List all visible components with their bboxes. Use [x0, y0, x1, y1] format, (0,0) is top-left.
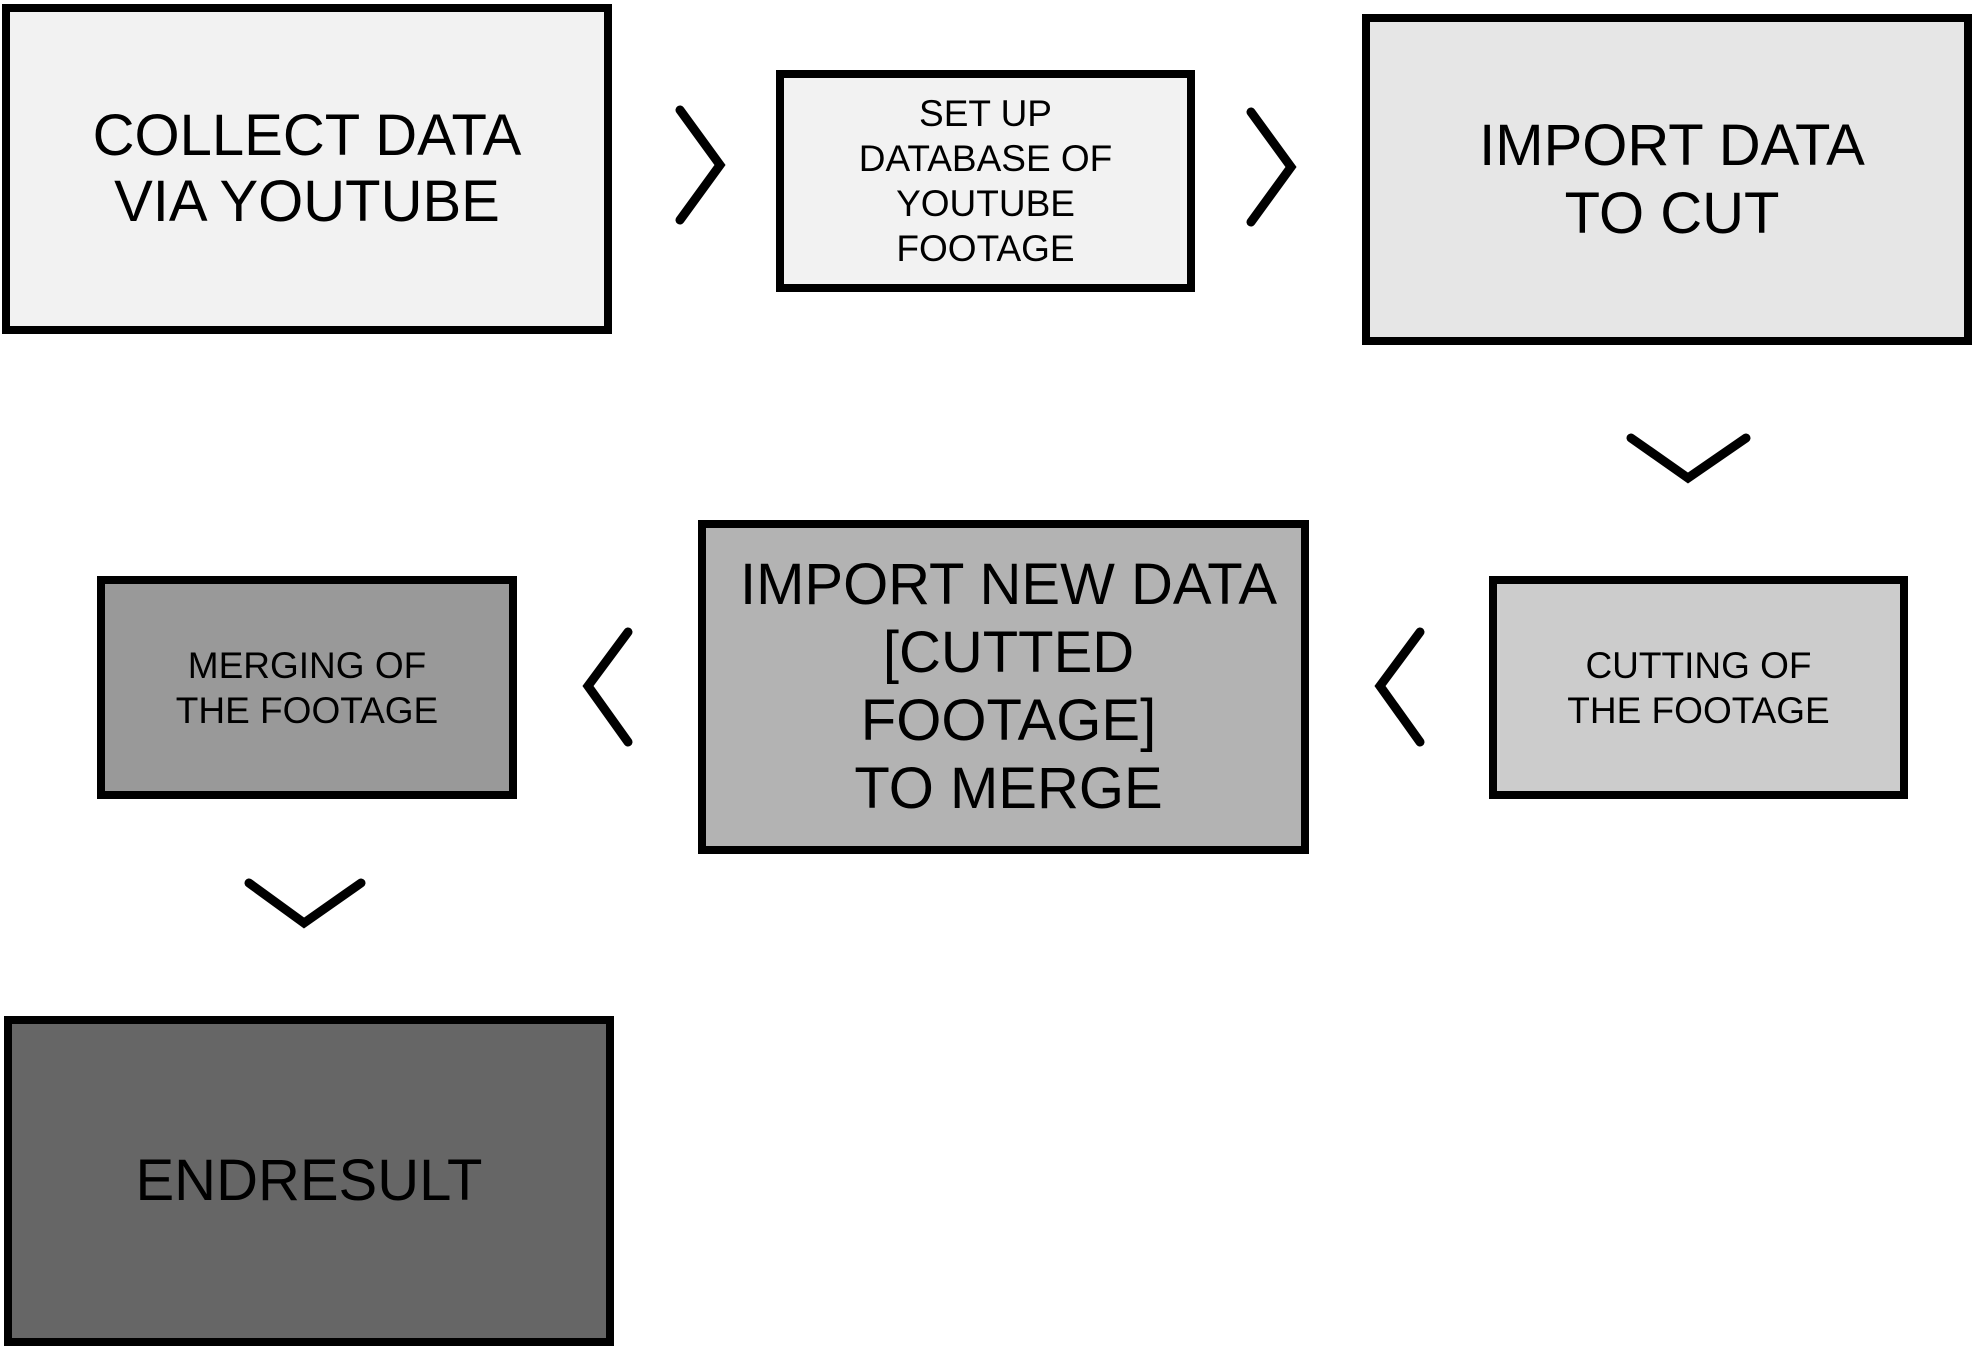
chevron-left-icon: [582, 627, 633, 747]
label-line: FOOTAGE: [896, 228, 1075, 269]
label-line: TO MERGE: [854, 756, 1163, 821]
label-line: IMPORT NEW DATA: [739, 552, 1278, 617]
label-line: IMPORT DATA: [1479, 112, 1865, 178]
label-line: MERGING OF: [187, 644, 427, 686]
step-set-up-database: SET UP DATABASE OF YOUTUBE FOOTAGE: [776, 70, 1195, 292]
step-endresult: ENDRESULT: [4, 1016, 614, 1346]
step-import-new-data-to-merge-label: IMPORT NEW DATA [CUTTED FOOTAGE] TO MERG…: [706, 551, 1301, 823]
label-line: THE FOOTAGE: [1567, 689, 1830, 731]
label-line: CUTTING OF: [1585, 644, 1812, 686]
step-collect-data: COLLECT DATA VIA YOUTUBE: [2, 4, 612, 334]
step-set-up-database-label: SET UP DATABASE OF YOUTUBE FOOTAGE: [784, 91, 1187, 271]
step-cutting-footage-label: CUTTING OF THE FOOTAGE: [1497, 643, 1900, 733]
step-endresult-label: ENDRESULT: [12, 1148, 606, 1214]
label-line: [CUTTED: [882, 620, 1135, 685]
step-import-new-data-to-merge: IMPORT NEW DATA [CUTTED FOOTAGE] TO MERG…: [698, 520, 1309, 854]
label-line: COLLECT DATA: [92, 103, 522, 168]
step-collect-data-label: COLLECT DATA VIA YOUTUBE: [10, 103, 604, 235]
step-cutting-footage: CUTTING OF THE FOOTAGE: [1489, 576, 1908, 799]
chevron-down-icon: [1626, 433, 1751, 484]
label-line: DATABASE OF: [858, 138, 1113, 179]
label-line: THE FOOTAGE: [175, 689, 439, 731]
chevron-down-icon: [244, 878, 366, 929]
step-import-data-to-cut: IMPORT DATA TO CUT: [1362, 14, 1972, 345]
step-merging-footage-label: MERGING OF THE FOOTAGE: [105, 643, 509, 733]
chevron-left-icon: [1374, 627, 1425, 747]
label-line: FOOTAGE]: [860, 688, 1157, 753]
label-line: YOUTUBE: [896, 183, 1075, 224]
chevron-right-icon: [1246, 107, 1297, 227]
label-line: ENDRESULT: [135, 1148, 483, 1213]
chevron-right-icon: [675, 105, 726, 225]
label-line: SET UP: [919, 93, 1052, 134]
label-line: TO CUT: [1564, 180, 1780, 246]
step-import-data-to-cut-label: IMPORT DATA TO CUT: [1370, 112, 1964, 248]
step-merging-footage: MERGING OF THE FOOTAGE: [97, 576, 517, 799]
label-line: VIA YOUTUBE: [114, 169, 500, 234]
